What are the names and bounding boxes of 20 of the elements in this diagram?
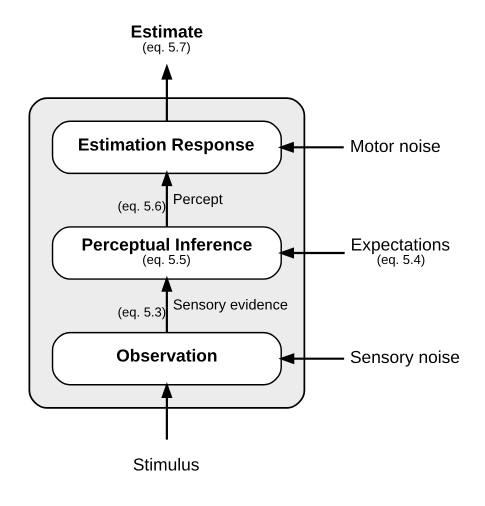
label: (eq. 5.6) (118, 198, 166, 214)
node-text: Sensory noise (350, 347, 460, 368)
node-text: Motor noise (350, 136, 441, 156)
edge-label: Sensory evidence (172, 297, 288, 314)
arrow (161, 276, 172, 332)
node-text: Expectations (eq. 5.4) (350, 234, 450, 268)
arrow (161, 64, 172, 122)
label: (eq. 5.3) (118, 304, 166, 320)
node-box: Observation (52, 332, 282, 386)
arrow (278, 247, 345, 259)
node-box: Perceptual Inference (eq. 5.5) (52, 226, 282, 280)
node-text: Stimulus (132, 454, 200, 474)
arrow (161, 382, 172, 440)
node-box: Estimation Response (52, 120, 282, 174)
node-text: Estimate (eq. 5.7) (130, 21, 204, 54)
cluster (28, 97, 306, 409)
arrow (278, 142, 344, 153)
edge-label: Percept (172, 192, 223, 208)
arrow (278, 353, 344, 364)
arrow (161, 170, 172, 227)
